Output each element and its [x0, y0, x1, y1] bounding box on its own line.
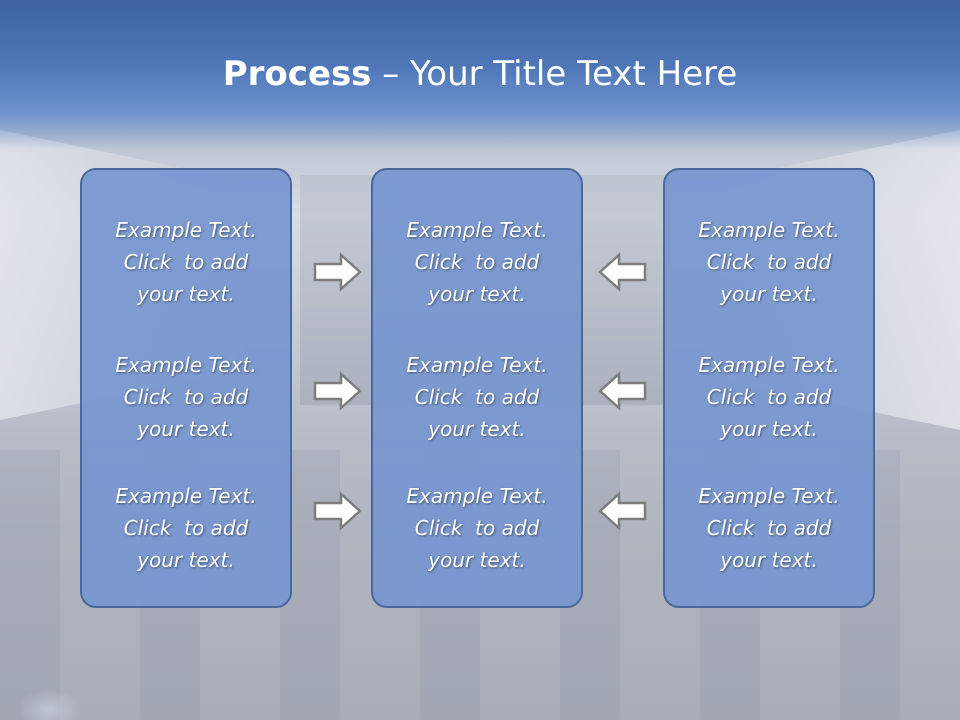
text-line: your text. — [720, 548, 818, 572]
text-line: Click to add — [706, 250, 832, 274]
text-line: Example Text. — [406, 353, 548, 377]
text-line: your text. — [428, 548, 526, 572]
text-line: Example Text. — [698, 353, 840, 377]
text-block[interactable]: Example Text. Click to add your text. — [665, 214, 873, 310]
text-block[interactable]: Example Text. Click to add your text. — [373, 349, 581, 445]
process-panel-left[interactable]: Example Text. Click to add your text. Ex… — [80, 168, 292, 608]
text-line: Click to add — [414, 516, 540, 540]
text-line: your text. — [428, 282, 526, 306]
left-arrow-icon[interactable] — [597, 252, 647, 292]
slide-title-rest: – Your Title Text Here — [371, 54, 738, 94]
text-line: Example Text. — [115, 353, 257, 377]
text-line: Example Text. — [698, 218, 840, 242]
text-line: Click to add — [123, 385, 249, 409]
text-line: Click to add — [414, 250, 540, 274]
text-line: your text. — [720, 282, 818, 306]
text-line: your text. — [428, 417, 526, 441]
text-line: Click to add — [706, 385, 832, 409]
text-line: Example Text. — [115, 218, 257, 242]
text-block[interactable]: Example Text. Click to add your text. — [665, 480, 873, 576]
text-line: Example Text. — [698, 484, 840, 508]
process-panel-right[interactable]: Example Text. Click to add your text. Ex… — [663, 168, 875, 608]
text-line: Click to add — [123, 250, 249, 274]
right-arrow-icon[interactable] — [313, 371, 363, 411]
text-line: your text. — [137, 417, 235, 441]
right-arrow-icon[interactable] — [313, 252, 363, 292]
text-line: your text. — [720, 417, 818, 441]
left-arrow-icon[interactable] — [597, 491, 647, 531]
text-line: Click to add — [123, 516, 249, 540]
text-line: Click to add — [414, 385, 540, 409]
right-arrow-icon[interactable] — [313, 491, 363, 531]
text-line: Example Text. — [406, 484, 548, 508]
process-panel-center[interactable]: Example Text. Click to add your text. Ex… — [371, 168, 583, 608]
text-block[interactable]: Example Text. Click to add your text. — [373, 214, 581, 310]
text-block[interactable]: Example Text. Click to add your text. — [82, 480, 290, 576]
text-line: Example Text. — [115, 484, 257, 508]
text-line: your text. — [137, 282, 235, 306]
slide-title-bold: Process — [222, 54, 372, 94]
left-arrow-icon[interactable] — [597, 371, 647, 411]
text-line: your text. — [137, 548, 235, 572]
text-block[interactable]: Example Text. Click to add your text. — [82, 214, 290, 310]
text-block[interactable]: Example Text. Click to add your text. — [82, 349, 290, 445]
slide-title[interactable]: Process – Your Title Text Here — [0, 52, 960, 96]
title-bar — [0, 0, 960, 150]
text-block[interactable]: Example Text. Click to add your text. — [373, 480, 581, 576]
text-line: Example Text. — [406, 218, 548, 242]
text-block[interactable]: Example Text. Click to add your text. — [665, 349, 873, 445]
text-line: Click to add — [706, 516, 832, 540]
